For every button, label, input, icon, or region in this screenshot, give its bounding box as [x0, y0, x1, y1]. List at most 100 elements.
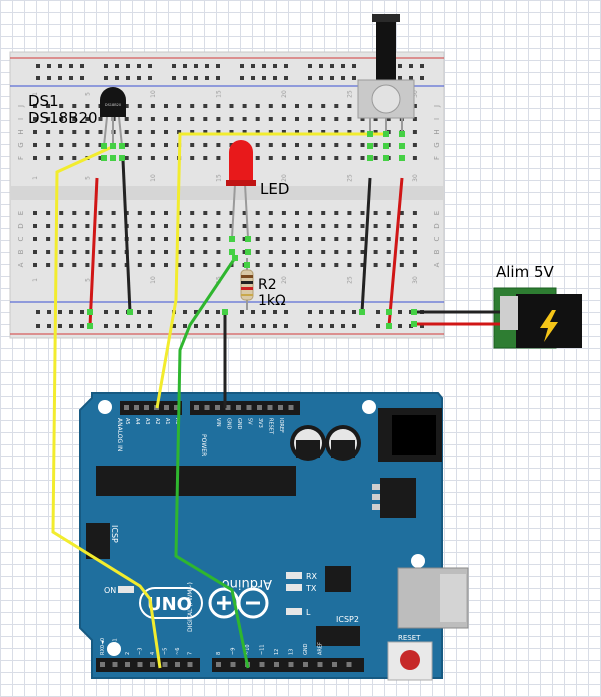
terminal-hole — [85, 224, 90, 228]
power-supply-label: Alim 5V — [496, 263, 554, 281]
terminal-hole — [190, 143, 195, 147]
row-letter: H — [17, 129, 25, 134]
terminal-hole — [308, 130, 313, 134]
rail-hole — [284, 310, 288, 314]
terminal-hole — [203, 211, 208, 215]
digital-header-high — [212, 658, 364, 672]
mounting-hole — [107, 642, 121, 656]
terminal-hole — [59, 130, 64, 134]
terminal-hole — [46, 117, 51, 121]
power-pin-hole — [204, 405, 210, 410]
wire-sensor-power — [88, 177, 99, 327]
terminal-hole — [85, 237, 90, 241]
terminal-hole — [373, 224, 378, 228]
rail-hole — [194, 64, 198, 68]
column-number: 25 — [346, 90, 353, 98]
terminal-hole — [373, 250, 378, 254]
rail-hole — [376, 324, 380, 328]
terminal-hole — [72, 117, 77, 121]
terminal-hole — [281, 224, 286, 228]
terminal-hole — [255, 237, 260, 241]
rail-hole — [115, 310, 119, 314]
terminal-hole — [124, 156, 129, 160]
rail-hole — [319, 64, 323, 68]
terminal-hole — [137, 130, 142, 134]
column-number: 1 — [32, 278, 39, 282]
digital-pin-hole — [303, 662, 308, 667]
rail-hole — [58, 76, 62, 80]
terminal-hole — [242, 237, 247, 241]
terminal-hole — [59, 250, 64, 254]
terminal-hole — [295, 156, 299, 160]
connection-dot — [110, 155, 116, 161]
rail-hole — [398, 324, 402, 328]
terminal-hole — [386, 237, 391, 241]
connection-dot — [399, 143, 405, 149]
icsp2-label: ICSP2 — [336, 615, 359, 624]
connection-dot — [110, 143, 116, 149]
connection-dot — [244, 262, 250, 268]
rail-hole — [69, 310, 73, 314]
rail-hole — [352, 310, 356, 314]
connection-dot — [101, 155, 107, 161]
pin-label: 8 — [216, 652, 222, 655]
terminal-hole — [229, 211, 234, 215]
pin-label: ~5 — [163, 648, 169, 655]
terminal-hole — [59, 224, 64, 228]
arduino-model: UNO — [147, 594, 192, 615]
column-number: 25 — [346, 174, 353, 182]
terminal-hole — [190, 211, 195, 215]
rail-hole — [115, 64, 119, 68]
terminal-hole — [334, 211, 339, 215]
pin-label: GND — [226, 418, 232, 430]
terminal-hole — [216, 263, 221, 267]
pin-label: TX0►1 — [113, 638, 119, 656]
terminal-hole — [295, 104, 299, 108]
connection-highlights — [87, 131, 417, 329]
power-header — [190, 401, 300, 415]
terminal-hole — [164, 143, 168, 147]
terminal-hole — [72, 250, 77, 254]
terminal-hole — [308, 263, 313, 267]
terminal-hole — [72, 143, 77, 147]
terminal-hole — [137, 224, 142, 228]
terminal-hole — [72, 263, 77, 267]
terminal-hole — [281, 211, 286, 215]
terminal-hole — [203, 250, 208, 254]
terminal-hole — [137, 104, 142, 108]
pin-label: ~10 — [245, 644, 251, 655]
analog-pin-hole — [164, 405, 169, 410]
terminal-hole — [150, 237, 155, 241]
rail-hole — [36, 310, 40, 314]
terminal-hole — [85, 211, 90, 215]
digital-pin-hole — [175, 662, 180, 667]
terminal-hole — [255, 250, 260, 254]
terminal-hole — [177, 237, 182, 241]
terminal-hole — [203, 237, 208, 241]
terminal-hole — [164, 224, 168, 228]
terminal-hole — [295, 224, 299, 228]
connection-dot — [399, 155, 405, 161]
terminal-hole — [98, 263, 103, 267]
terminal-hole — [373, 130, 378, 134]
rail-hole — [36, 76, 40, 80]
terminal-hole — [321, 130, 326, 134]
terminal-hole — [46, 130, 51, 134]
potentiometer-shaft — [376, 14, 396, 86]
terminal-hole — [98, 237, 103, 241]
rail-hole — [341, 64, 345, 68]
digital-header-title: DIGITAL (PWM~) — [187, 582, 194, 632]
usb-connector-mouth — [440, 574, 466, 622]
terminal-hole — [150, 130, 155, 134]
l-led — [286, 608, 302, 615]
mounting-hole — [98, 400, 112, 414]
rail-hole — [319, 324, 323, 328]
column-number: 1 — [32, 92, 39, 96]
rail-hole — [420, 64, 424, 68]
terminal-hole — [268, 130, 273, 134]
terminal-hole — [281, 104, 286, 108]
terminal-hole — [216, 250, 221, 254]
pin-label: 5V — [247, 418, 253, 425]
arduino-brand: Arduino — [222, 576, 272, 591]
terminal-hole — [255, 263, 260, 267]
